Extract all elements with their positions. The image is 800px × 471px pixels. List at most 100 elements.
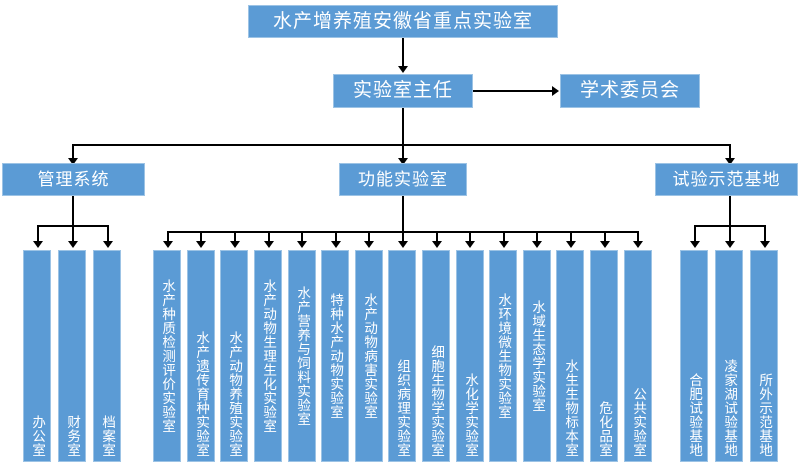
leaf-label-functional-5: 水产营养与饲料实验室 <box>295 286 311 426</box>
leaf-box-functional-7: 水产动物病害实验室 <box>355 250 383 462</box>
connector-bus-to-functional <box>402 144 404 161</box>
leaf-box-management-2: 财务室 <box>58 250 86 462</box>
committee-box: 学术委员会 <box>560 74 700 108</box>
arrow-director-to-committee <box>552 86 559 96</box>
connector-base-down <box>729 196 731 226</box>
director-box-label: 实验室主任 <box>352 80 453 102</box>
leaf-label-base-2: 凌家湖试验基地 <box>722 359 738 457</box>
arrow-bus-to-functional <box>398 158 408 165</box>
arrow-functional-9 <box>432 241 442 248</box>
branch-box-demonstration-base: 试验示范基地 <box>655 163 798 196</box>
connector-functional-drop-9 <box>436 231 438 243</box>
leaf-label-base-1: 合肥试验基地 <box>687 373 703 457</box>
leaf-box-functional-15: 公共实验室 <box>624 250 652 462</box>
leaf-label-functional-1: 水产种质检测评价实验室 <box>160 279 176 433</box>
leaf-label-functional-4: 水产动物生理生化实验室 <box>261 279 277 433</box>
connector-functional-drop-11 <box>503 231 505 243</box>
arrow-base-2 <box>725 241 735 248</box>
connector-bus-to-management <box>72 144 74 161</box>
leaf-label-functional-10: 水化学实验室 <box>463 373 479 457</box>
arrow-functional-10 <box>465 241 475 248</box>
connector-functional-drop-10 <box>469 231 471 243</box>
leaf-box-functional-10: 水化学实验室 <box>456 250 484 462</box>
connector-functional-drop-5 <box>301 231 303 243</box>
arrow-functional-7 <box>364 241 374 248</box>
bus-level3 <box>72 144 731 146</box>
connector-functional-drop-13 <box>570 231 572 243</box>
arrow-functional-8 <box>398 241 408 248</box>
leaf-label-functional-11: 水环境微生物实验室 <box>496 293 512 419</box>
arrow-functional-11 <box>499 241 509 248</box>
arrow-management-1 <box>33 241 43 248</box>
connector-bus-to-base <box>729 144 731 161</box>
arrow-functional-6 <box>331 241 341 248</box>
leaf-box-functional-14: 危化品室 <box>590 250 618 462</box>
connector-base-drop-2 <box>729 225 731 243</box>
leaf-label-functional-12: 水域生态学实验室 <box>530 300 546 412</box>
leaf-box-functional-1: 水产种质检测评价实验室 <box>153 250 181 462</box>
connector-management-drop-3 <box>107 225 109 243</box>
leaf-label-management-2: 财务室 <box>65 415 81 457</box>
branch-label-functional-laboratory: 功能实验室 <box>358 169 448 189</box>
leaf-box-functional-4: 水产动物生理生化实验室 <box>254 250 282 462</box>
connector-functional-drop-3 <box>234 231 236 243</box>
connector-management-drop-2 <box>72 225 74 243</box>
arrow-functional-15 <box>633 241 643 248</box>
leaf-box-base-3: 所外示范基地 <box>750 250 778 462</box>
arrow-management-3 <box>103 241 113 248</box>
arrow-functional-2 <box>196 241 206 248</box>
leaf-label-base-3: 所外示范基地 <box>757 373 773 457</box>
leaf-box-functional-3: 水产动物养殖实验室 <box>220 250 248 462</box>
arrow-functional-3 <box>230 241 240 248</box>
connector-functional-drop-8 <box>402 231 404 243</box>
arrow-functional-14 <box>600 241 610 248</box>
branch-label-demonstration-base: 试验示范基地 <box>672 169 781 189</box>
connector-base-drop-1 <box>694 225 696 243</box>
leaf-box-functional-2: 水产遗传育种实验室 <box>187 250 215 462</box>
arrow-bus-to-management <box>68 158 78 165</box>
root-box-label: 水产增养殖安徽省重点实验室 <box>272 10 533 32</box>
branch-label-management-system: 管理系统 <box>37 169 110 189</box>
arrow-base-1 <box>690 241 700 248</box>
leaf-box-functional-9: 细胞生物学实验室 <box>422 250 450 462</box>
connector-director-to-committee <box>473 90 553 92</box>
connector-functional-drop-14 <box>604 231 606 243</box>
leaf-box-functional-5: 水产营养与饲料实验室 <box>288 250 316 462</box>
arrow-functional-12 <box>532 241 542 248</box>
connector-functional-drop-2 <box>200 231 202 243</box>
leaf-label-functional-2: 水产遗传育种实验室 <box>194 331 210 457</box>
leaf-label-management-1: 办公室 <box>30 415 46 457</box>
leaf-box-functional-13: 水生生物标本室 <box>556 250 584 462</box>
connector-functional-drop-15 <box>637 231 639 243</box>
leaf-label-management-3: 档案室 <box>100 415 116 457</box>
arrow-functional-1 <box>163 241 173 248</box>
connector-base-drop-3 <box>764 225 766 243</box>
connector-root-to-director <box>402 38 404 67</box>
arrow-functional-5 <box>297 241 307 248</box>
leaf-box-functional-11: 水环境微生物实验室 <box>489 250 517 462</box>
leaf-label-functional-13: 水生生物标本室 <box>563 359 579 457</box>
connector-management-drop-1 <box>37 225 39 243</box>
connector-functional-drop-6 <box>335 231 337 243</box>
arrow-functional-4 <box>264 241 274 248</box>
leaf-label-functional-9: 细胞生物学实验室 <box>429 345 445 457</box>
connector-functional-drop-1 <box>167 231 169 243</box>
connector-functional-drop-7 <box>368 231 370 243</box>
leaf-box-functional-8: 组织病理实验室 <box>388 250 416 462</box>
leaf-box-base-1: 合肥试验基地 <box>680 250 708 462</box>
committee-box-label: 学术委员会 <box>579 80 680 102</box>
connector-director-down <box>402 108 404 145</box>
leaf-box-functional-12: 水域生态学实验室 <box>523 250 551 462</box>
leaf-box-functional-6: 特种水产动物实验室 <box>321 250 349 462</box>
connector-management-down <box>72 196 74 226</box>
arrow-base-3 <box>760 241 770 248</box>
leaf-label-functional-3: 水产动物养殖实验室 <box>227 331 243 457</box>
arrow-bus-to-base <box>725 158 735 165</box>
leaf-box-management-1: 办公室 <box>23 250 51 462</box>
branch-box-functional-laboratory: 功能实验室 <box>339 163 467 196</box>
arrow-functional-13 <box>566 241 576 248</box>
arrow-root-to-director <box>398 66 408 73</box>
leaf-label-functional-14: 危化品室 <box>597 401 613 457</box>
connector-functional-drop-4 <box>268 231 270 243</box>
